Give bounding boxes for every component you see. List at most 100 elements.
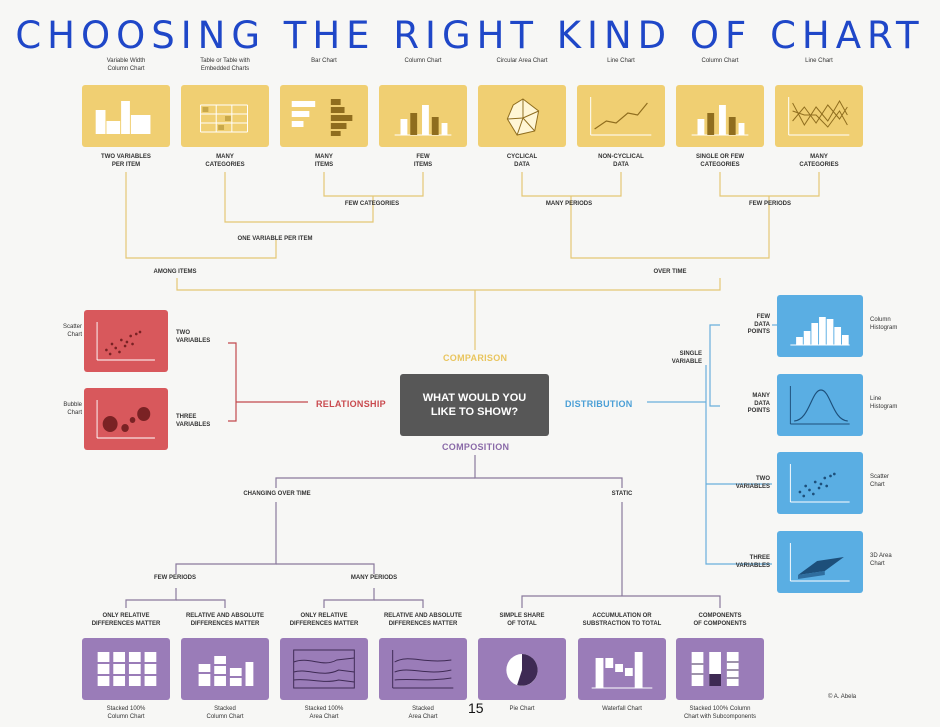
conn-dist-spine	[705, 365, 772, 565]
conn-few-b	[176, 599, 226, 608]
comparison-card-5	[577, 85, 665, 147]
bar-chart-icon	[291, 99, 353, 136]
distribution-card-2	[777, 452, 863, 514]
conn-many-b	[374, 599, 424, 608]
comparison-chart-name-5: Line Chart	[607, 58, 635, 64]
label-many-periods-comp: MANY PERIODS	[350, 575, 398, 581]
conn-two-vars	[125, 172, 277, 259]
comparison-chart-name-4: Circular Area Chart	[496, 58, 548, 64]
composition-chart-name-4: Pie Chart	[509, 706, 535, 712]
category-composition: COMPOSITION	[442, 442, 510, 452]
comparison-card-2	[280, 85, 368, 147]
composition-card-0	[82, 638, 170, 700]
composition-chart-name-5: Waterfall Chart	[602, 706, 642, 712]
circular-area-icon	[506, 98, 540, 136]
table-icon	[200, 104, 248, 133]
page-number: 15	[468, 700, 484, 716]
distribution-card-0	[777, 295, 863, 357]
center-line-1: WHAT WOULD YOU	[422, 392, 527, 404]
line-histogram-icon	[789, 386, 850, 425]
comparison-card-4	[478, 85, 566, 147]
comparison-chart-name-6: Column Chart	[701, 58, 739, 64]
composition-card-4	[478, 638, 566, 700]
scatter-icon	[789, 464, 850, 503]
comparison-card-1	[181, 85, 269, 147]
conn-many-per	[276, 563, 375, 574]
label-few-periods: FEW PERIODS	[748, 201, 791, 207]
composition-card-2	[280, 638, 368, 700]
stacked-column-icon	[198, 656, 254, 686]
comparison-chart-name-3: Column Chart	[404, 58, 442, 64]
label-one-variable-per-item: ONE VARIABLE PER ITEM	[237, 236, 313, 242]
stacked-area-icon	[392, 650, 454, 689]
relationship-card-0	[84, 310, 168, 372]
conn-among-over	[176, 278, 721, 291]
waterfall-icon	[591, 652, 653, 689]
category-distribution: DISTRIBUTION	[565, 399, 633, 409]
column-histogram-icon	[790, 317, 850, 346]
conn-static-children	[521, 502, 721, 608]
composition-card-1	[181, 638, 269, 700]
bubble-icon	[96, 400, 155, 439]
line-chart-icon	[590, 97, 652, 136]
column-chart-icon	[394, 105, 452, 136]
composition-card-5	[578, 638, 666, 700]
label-few-periods-comp: FEW PERIODS	[153, 575, 196, 581]
conn-many-cat	[224, 172, 374, 223]
scatter-icon	[96, 322, 155, 361]
category-relationship: RELATIONSHIP	[316, 399, 386, 409]
label-static: STATIC	[611, 491, 633, 497]
relationship-card-1	[84, 388, 168, 450]
conn-many-a	[323, 588, 375, 608]
stacked-100-column-icon	[97, 652, 157, 686]
conn-few-categories	[323, 172, 424, 197]
comparison-chart-name-2: Bar Chart	[311, 58, 337, 64]
composition-chart-name-0: Stacked 100%Column Chart	[106, 706, 146, 720]
conn-many-periods	[521, 172, 622, 197]
comparison-chart-name-7: Line Chart	[805, 58, 833, 64]
composition-chart-name-2: Stacked 100%Area Chart	[304, 706, 344, 720]
3d-area-icon	[789, 543, 850, 582]
page-title: CHOOSING THE RIGHT KIND OF CHART	[15, 14, 925, 57]
conn-comp-over-time	[275, 477, 475, 488]
distribution-card-3	[777, 531, 863, 593]
credit: © A. Abela	[828, 694, 857, 700]
center-line-2: LIKE TO SHOW?	[430, 406, 519, 418]
variable-width-column-icon	[95, 101, 151, 134]
stacked-subcomponents-icon	[691, 652, 739, 686]
conn-over-time	[570, 196, 770, 259]
distribution-card-1	[777, 374, 863, 436]
comparison-card-6	[676, 85, 764, 147]
category-comparison: COMPARISON	[443, 353, 508, 363]
conn-comp-static	[474, 455, 623, 488]
composition-card-3	[379, 638, 467, 700]
column-chart-icon	[691, 105, 749, 136]
label-over-time: OVER TIME	[653, 269, 687, 275]
stacked-100-area-icon	[293, 649, 355, 689]
conn-relationship-bracket	[228, 342, 237, 422]
composition-card-6	[676, 638, 764, 700]
